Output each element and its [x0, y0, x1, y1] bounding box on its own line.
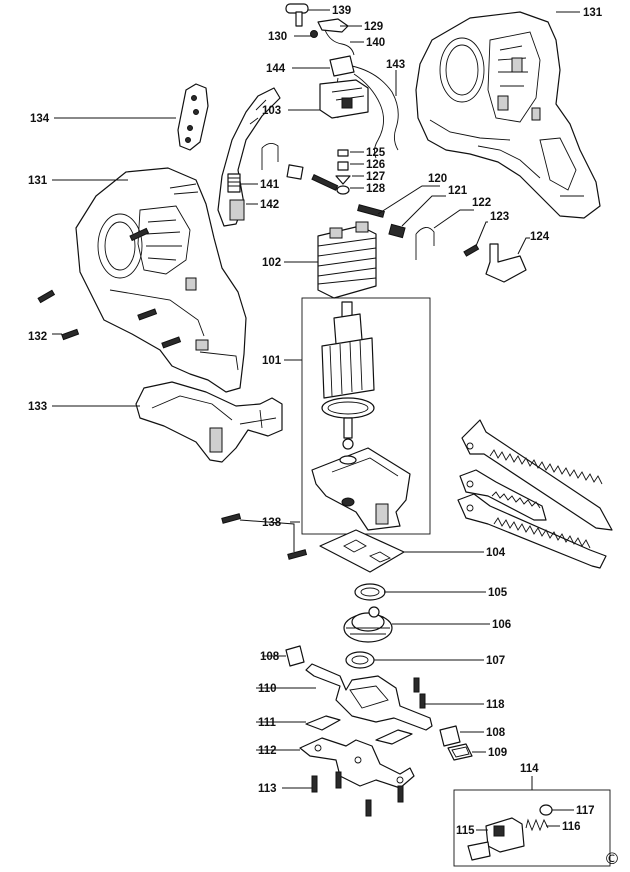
link-111 — [305, 715, 413, 745]
spring-116 — [525, 818, 549, 832]
label-138: 138 — [262, 517, 282, 529]
cable-140 — [324, 29, 355, 56]
label-117: 117 — [576, 805, 595, 817]
switch-103 — [319, 79, 369, 119]
cable-clamp-screw-139 — [285, 3, 309, 27]
leader-lines — [52, 9, 580, 831]
label-124: 124 — [530, 231, 550, 243]
label-139: 139 — [332, 5, 351, 17]
screw-123 — [463, 244, 480, 257]
label-120: 120 — [428, 173, 447, 185]
label-118: 118 — [486, 699, 505, 711]
washer-117 — [539, 804, 553, 816]
label-131-top: 131 — [583, 7, 603, 19]
screws-113 — [311, 771, 404, 817]
plate-112 — [299, 737, 415, 789]
base-shoe-133 — [135, 381, 283, 463]
label-104: 104 — [486, 547, 506, 559]
bearing-107 — [345, 651, 375, 669]
cord-clamp-141 — [227, 173, 241, 193]
label-102: 102 — [262, 257, 281, 269]
gear-housing-101 — [311, 447, 411, 531]
brush-121 — [388, 223, 406, 239]
label-133: 133 — [28, 401, 47, 413]
plunger-frame-110 — [305, 663, 433, 731]
part-labels: 139 129 130 140 131 144 143 134 103 125 … — [28, 5, 603, 837]
saw-blades — [457, 419, 613, 569]
brush-spring-122 — [415, 227, 435, 260]
label-114: 114 — [520, 763, 539, 775]
gear-106 — [343, 606, 393, 643]
label-132: 132 — [28, 331, 47, 343]
label-131-left: 131 — [28, 175, 48, 187]
label-128: 128 — [366, 183, 386, 195]
housing-half-left-131 — [75, 167, 247, 393]
label-116: 116 — [562, 821, 581, 833]
label-101: 101 — [262, 355, 282, 367]
label-123: 123 — [490, 211, 509, 223]
label-142: 142 — [260, 199, 279, 211]
label-125: 125 — [366, 147, 386, 159]
lever-124 — [485, 243, 527, 283]
screws-138 — [221, 513, 308, 560]
label-143: 143 — [386, 59, 405, 71]
copyright-mark: © — [604, 849, 620, 868]
label-129: 129 — [364, 21, 383, 33]
label-110: 110 — [258, 683, 277, 695]
cable-clamp-129 — [317, 18, 349, 33]
label-121: 121 — [448, 185, 468, 197]
housing-half-right-131 — [415, 11, 601, 219]
guide-109 — [447, 743, 473, 761]
screws-118 — [413, 677, 426, 709]
brush-holder-120 — [357, 204, 385, 218]
switch-connector-144 — [329, 55, 355, 77]
label-106: 106 — [492, 619, 511, 631]
armature-101 — [321, 301, 375, 450]
label-105: 105 — [488, 587, 508, 599]
label-108-left: 108 — [260, 651, 280, 663]
clamp-body-115 — [467, 817, 525, 861]
guide-block-108-left — [285, 645, 305, 667]
screws-132 — [37, 227, 182, 349]
brush-rod — [311, 174, 339, 191]
brush-holder-small — [286, 164, 304, 180]
bearing-105 — [354, 583, 386, 601]
label-111: 111 — [258, 717, 277, 729]
label-107: 107 — [486, 655, 505, 667]
label-115: 115 — [456, 825, 475, 837]
label-140: 140 — [366, 37, 385, 49]
label-130: 130 — [268, 31, 287, 43]
label-126: 126 — [366, 159, 385, 171]
cover-plate-134 — [177, 83, 209, 151]
screw-130 — [310, 30, 318, 38]
label-144: 144 — [266, 63, 286, 75]
label-108-right: 108 — [486, 727, 506, 739]
guide-block-108-right — [439, 725, 461, 747]
label-109: 109 — [488, 747, 507, 759]
field-coil-102 — [317, 221, 377, 299]
label-127: 127 — [366, 171, 385, 183]
copyright-symbol: © — [604, 849, 620, 868]
brush-spring-125-128 — [261, 143, 279, 170]
label-141: 141 — [260, 179, 280, 191]
small-parts-125-128 — [335, 149, 351, 195]
label-134: 134 — [30, 113, 50, 125]
label-103: 103 — [262, 105, 281, 117]
label-113: 113 — [258, 783, 277, 795]
label-122: 122 — [472, 197, 491, 209]
label-112: 112 — [258, 745, 277, 757]
plate-104 — [319, 529, 405, 573]
